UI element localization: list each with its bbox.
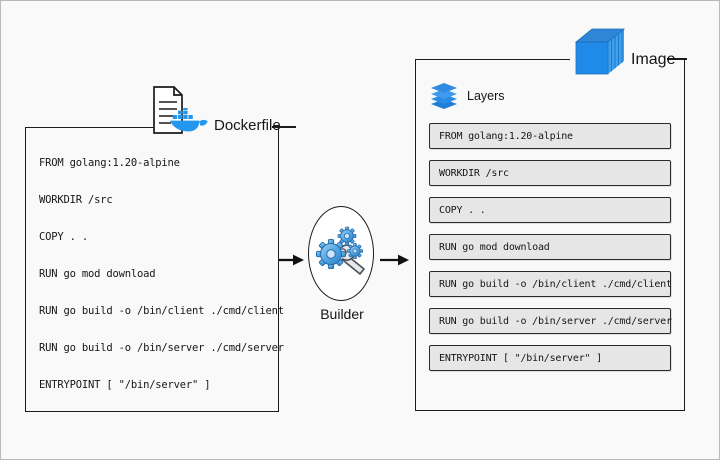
dockerfile-label: Dockerfile (214, 117, 281, 134)
gears-wrench-icon (315, 224, 369, 280)
image-panel: Image Layers FROM golang:1.20-alpine WOR… (415, 28, 687, 411)
layer-item: ENTRYPOINT [ "/bin/server" ] (429, 345, 671, 371)
layer-item: RUN go build -o /bin/client ./cmd/client (429, 271, 672, 297)
dockerfile-instruction-list: FROM golang:1.20-alpine WORKDIR /src COP… (39, 145, 284, 404)
image-panel-border (415, 59, 685, 411)
dockerfile-label-connector (272, 126, 296, 128)
docker-whale-icon (169, 106, 209, 134)
layer-item-label: COPY . . (439, 204, 486, 216)
dockerfile-panel: FROM golang:1.20-alpine WORKDIR /src COP… (25, 126, 296, 412)
builder-node: Builder (303, 206, 381, 356)
layer-item-label: WORKDIR /src (439, 167, 509, 179)
image-header: Image (570, 23, 675, 81)
image-cube-icon (570, 26, 626, 78)
layer-item: RUN go mod download (429, 234, 671, 260)
layer-item: WORKDIR /src (429, 160, 671, 186)
dockerfile-instruction: FROM golang:1.20-alpine (39, 157, 180, 169)
dockerfile-instruction: RUN go build -o /bin/server ./cmd/server (39, 342, 284, 354)
dockerfile-border-top-left (25, 127, 165, 128)
layer-item-label: ENTRYPOINT [ "/bin/server" ] (439, 352, 602, 364)
layers-header: Layers (429, 81, 505, 111)
dockerfile-instruction: ENTRYPOINT [ "/bin/server" ] (39, 379, 211, 391)
layer-item: RUN go build -o /bin/server ./cmd/server (429, 308, 672, 334)
layer-item-label: RUN go build -o /bin/server ./cmd/server (439, 315, 672, 327)
dockerfile-header: Dockerfile (151, 83, 281, 135)
dockerfile-panel-border (25, 127, 279, 412)
layer-item: COPY . . (429, 197, 671, 223)
dockerfile-instruction: RUN go mod download (39, 268, 156, 280)
dockerfile-instruction: RUN go build -o /bin/client ./cmd/client (39, 305, 284, 317)
builder-label: Builder (320, 306, 364, 322)
image-label-connector (667, 58, 687, 60)
image-layer-list: FROM golang:1.20-alpine WORKDIR /src COP… (429, 123, 672, 382)
image-label: Image (631, 51, 676, 68)
layer-item-label: RUN go build -o /bin/client ./cmd/client (439, 278, 672, 290)
layers-label: Layers (467, 89, 505, 103)
image-border-top-left (415, 59, 570, 60)
dockerfile-instruction: WORKDIR /src (39, 194, 113, 206)
arrow-dockerfile-to-builder (279, 254, 304, 266)
stacked-layers-icon (429, 82, 459, 110)
dockerfile-instruction: COPY . . (39, 231, 88, 243)
layer-item-label: FROM golang:1.20-alpine (439, 130, 573, 142)
arrow-builder-to-image (380, 254, 409, 266)
layer-item-label: RUN go mod download (439, 241, 550, 253)
layer-item: FROM golang:1.20-alpine (429, 123, 671, 149)
